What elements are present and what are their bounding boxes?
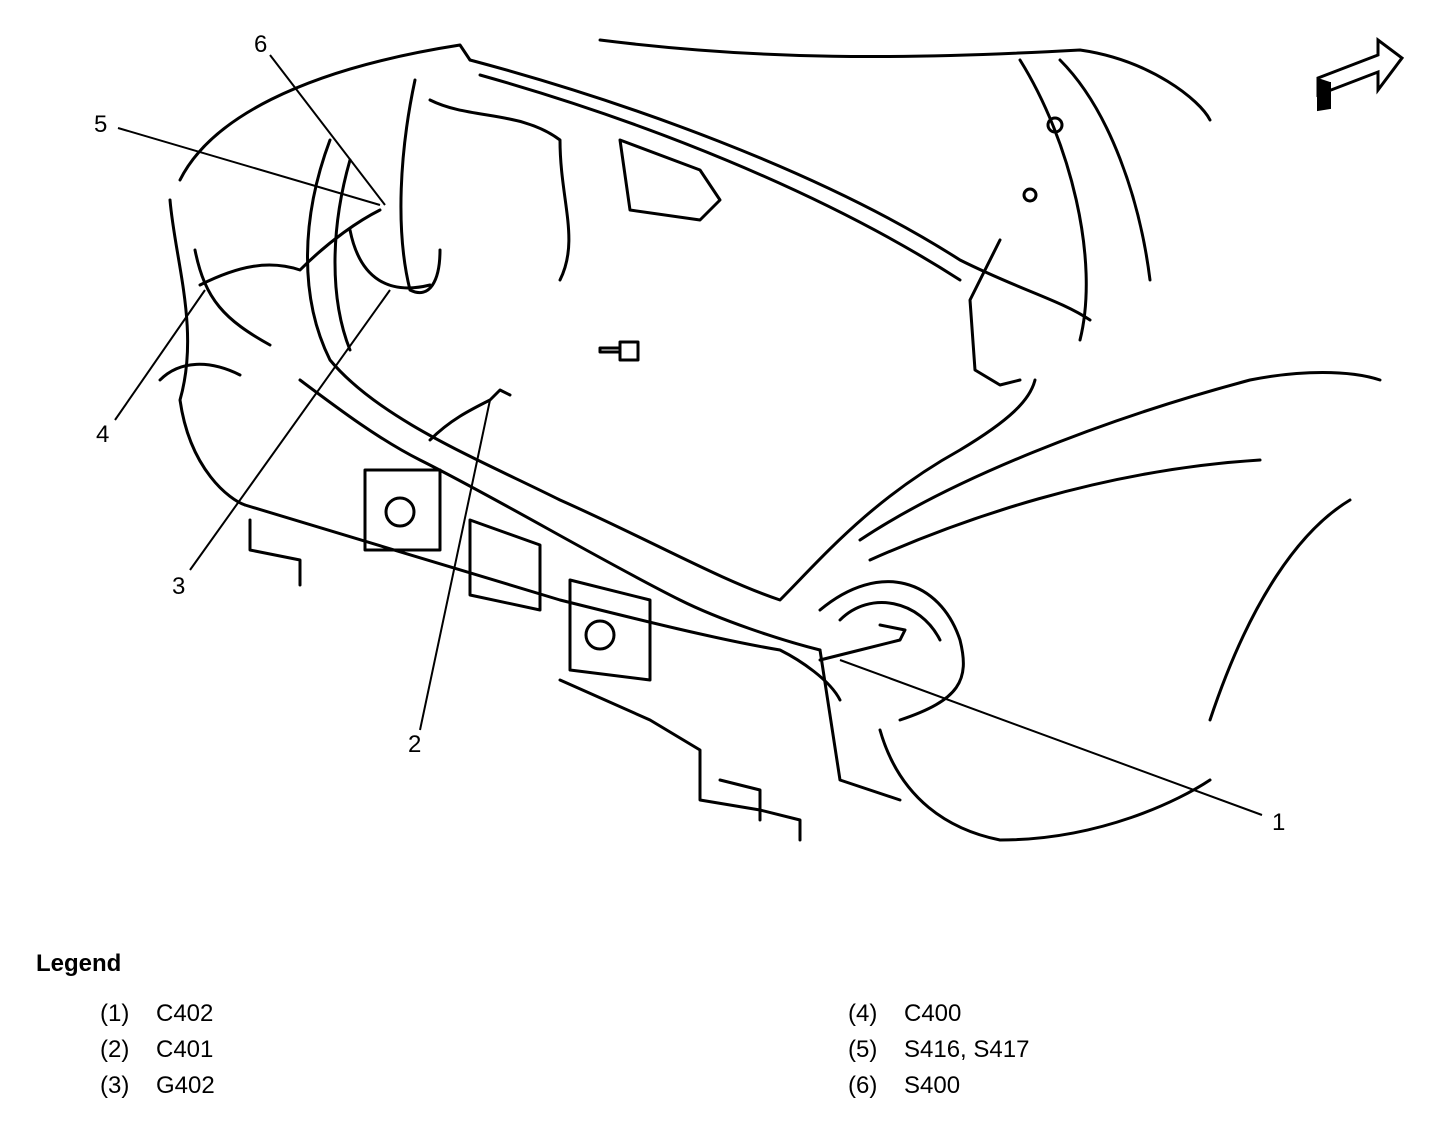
leader-lines [114, 54, 1263, 816]
wiring-harness [198, 78, 907, 662]
legend-item: (4) C400 [848, 1000, 1029, 1036]
ground-bolt [598, 340, 640, 362]
legend-title: Legend [36, 950, 122, 977]
legend-item: (2) C401 [100, 1036, 215, 1072]
legend-item-number: (4) [848, 1000, 878, 1027]
legend-item-number: (1) [100, 1000, 130, 1027]
legend-item-label: C401 [156, 1036, 214, 1063]
legend-item-label: S416, S417 [904, 1036, 1030, 1063]
callout-4: 4 [96, 421, 109, 448]
legend-item-label: G402 [156, 1072, 215, 1099]
legend-item-number: (6) [848, 1072, 878, 1099]
trunk-wiring-diagram: 1 2 3 4 5 6 [94, 31, 1405, 842]
legend-item: (5) S416, S417 [848, 1036, 1029, 1072]
callout-2: 2 [408, 731, 421, 758]
callout-6: 6 [254, 31, 267, 58]
forward-arrow-icon [1316, 37, 1405, 112]
callout-5: 5 [94, 111, 107, 138]
trunk-lid [468, 58, 1092, 387]
legend-column-right: (4) C400 (5) S416, S417 (6) S400 [848, 1000, 1029, 1108]
callout-3: 3 [172, 573, 185, 600]
legend-item-label: S400 [904, 1072, 961, 1099]
trunk-opening [306, 98, 1037, 602]
right-fender [818, 371, 1382, 842]
legend-item: (3) G402 [100, 1072, 215, 1108]
legend-item-number: (2) [100, 1036, 130, 1063]
rear-body-outline [158, 38, 1212, 507]
rear-panel [243, 468, 902, 842]
callout-1: 1 [1272, 809, 1285, 836]
legend-item: (6) S400 [848, 1072, 1029, 1108]
legend-item: (1) C402 [100, 1000, 215, 1036]
legend-item-number: (5) [848, 1036, 878, 1063]
legend-item-label: C400 [904, 1000, 962, 1027]
legend-column-left: (1) C402 (2) C401 (3) G402 [100, 1000, 215, 1108]
legend-item-number: (3) [100, 1072, 130, 1099]
legend-item-label: C402 [156, 1000, 214, 1027]
